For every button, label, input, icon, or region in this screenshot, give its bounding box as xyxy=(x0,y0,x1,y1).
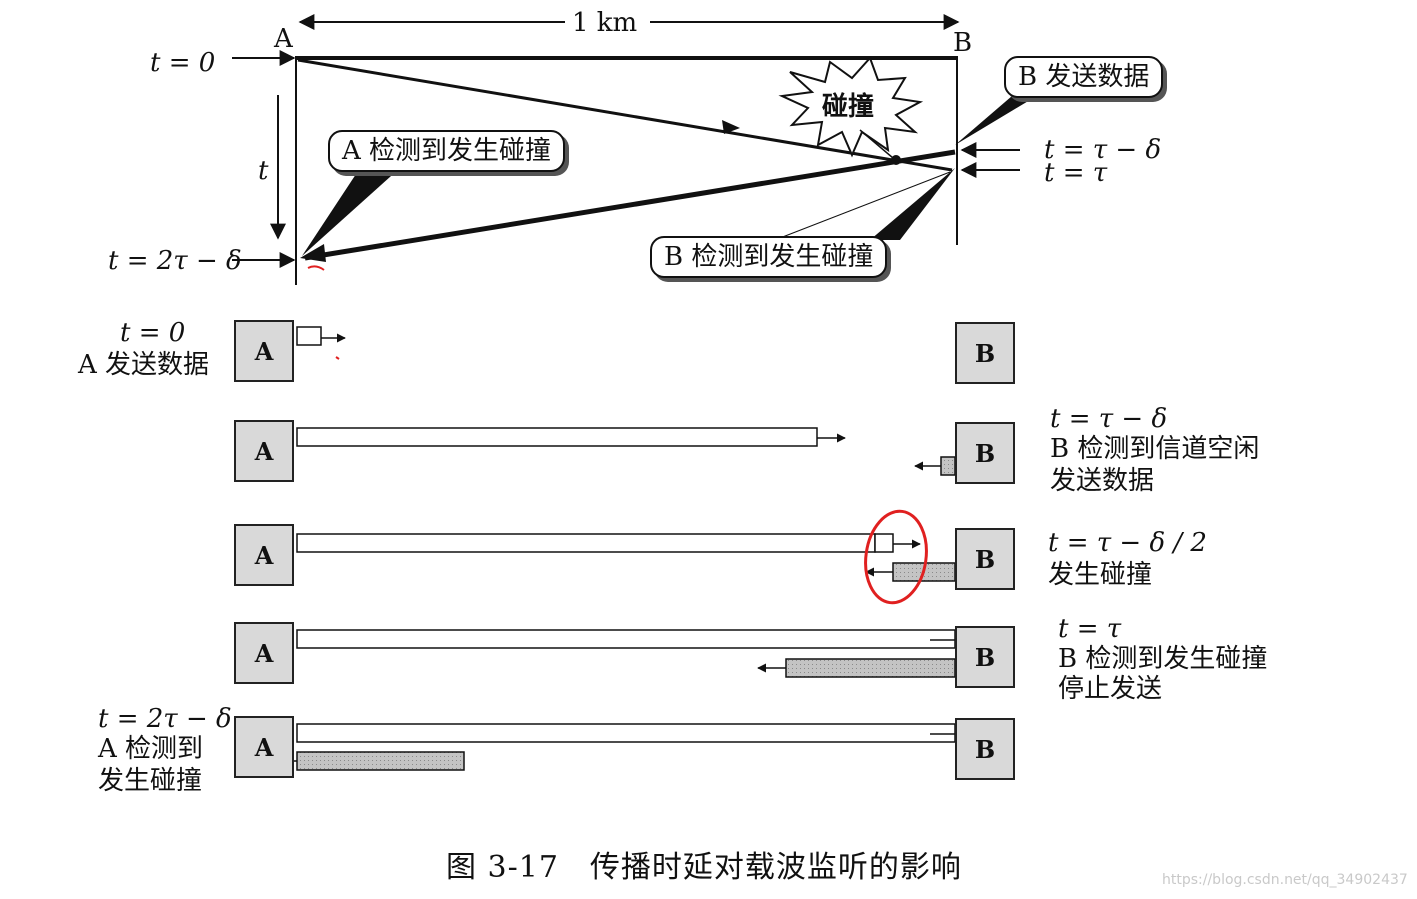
row3-desc1: 发生碰撞 xyxy=(1048,560,1153,590)
figure-caption: 图 3-17 传播时延对载波监听的影响 xyxy=(446,850,962,885)
row2-b-frame xyxy=(940,456,956,476)
red-mark-1 xyxy=(307,265,325,271)
row3-node-a: A xyxy=(234,524,294,586)
a-signal-arrowhead xyxy=(722,120,740,134)
row1-desc: A 发送数据 xyxy=(78,350,210,380)
callout-b-send: B 发送数据 xyxy=(1004,56,1164,98)
row5-node-b: B xyxy=(955,718,1015,780)
row5-node-a: A xyxy=(234,716,294,778)
row4-node-b: B xyxy=(955,626,1015,688)
row5-b-signal xyxy=(296,751,465,771)
row4-a-signal xyxy=(296,629,956,649)
t-end-label: t = 2τ − δ xyxy=(108,246,242,276)
collision-burst xyxy=(778,56,924,158)
red-mark-2 xyxy=(335,356,340,360)
top-label-b: B xyxy=(953,28,973,58)
red-circle-annotation xyxy=(864,509,928,605)
row4-desc1: B 检测到发生碰撞 xyxy=(1058,644,1268,674)
watermark: https://blog.csdn.net/qq_34902437 xyxy=(1162,872,1408,888)
collision-point xyxy=(891,155,901,165)
row2-desc1: B 检测到信道空闲 xyxy=(1050,434,1260,464)
row1-node-a: A xyxy=(234,320,294,382)
row2-desc2: 发送数据 xyxy=(1050,466,1155,496)
b-detect-leader-line xyxy=(779,171,951,239)
row3-a-signal xyxy=(296,533,876,553)
b-signal-path xyxy=(304,149,956,261)
row2-time: t = τ − δ xyxy=(1050,404,1168,434)
row5-time: t = 2τ − δ xyxy=(98,704,232,734)
row1-node-b: B xyxy=(955,322,1015,384)
t-axis-label: t xyxy=(258,156,269,186)
callout-a-detect: A 检测到发生碰撞 xyxy=(328,130,566,172)
callout-b-send-tail xyxy=(955,96,1030,145)
row4-desc2: 停止发送 xyxy=(1058,674,1163,704)
row2-node-a: A xyxy=(234,420,294,482)
row5-desc2: 发生碰撞 xyxy=(98,766,203,796)
row3-a-frame xyxy=(874,533,894,553)
row4-node-a: A xyxy=(234,622,294,684)
row2-a-signal xyxy=(296,427,818,447)
t-zero-label: t = 0 xyxy=(150,48,216,78)
callout-b-detect: B 检测到发生碰撞 xyxy=(650,236,888,278)
t-tau-label: t = τ xyxy=(1044,158,1108,188)
callout-a-detect-tail xyxy=(302,168,400,256)
row1-a-frame xyxy=(296,326,322,346)
row1-time: t = 0 xyxy=(120,318,186,348)
row4-time: t = τ xyxy=(1058,614,1122,644)
row2-node-b: B xyxy=(955,422,1015,484)
collision-label: 碰撞 xyxy=(822,92,875,122)
t-tau-delta-label: t = τ − δ xyxy=(1044,135,1162,165)
row5-desc1: A 检测到 xyxy=(98,734,204,764)
row5-a-signal xyxy=(296,723,956,743)
row3-time: t = τ − δ / 2 xyxy=(1048,528,1207,558)
row3-node-b: B xyxy=(955,528,1015,590)
top-label-a: A xyxy=(274,24,293,54)
row4-b-signal xyxy=(785,658,956,678)
a-signal-path xyxy=(297,58,953,172)
distance-label: 1 km xyxy=(572,8,638,38)
b-signal-arrowhead xyxy=(300,244,326,262)
collision-leader-line xyxy=(859,129,894,159)
callout-b-detect-tail xyxy=(870,168,955,240)
